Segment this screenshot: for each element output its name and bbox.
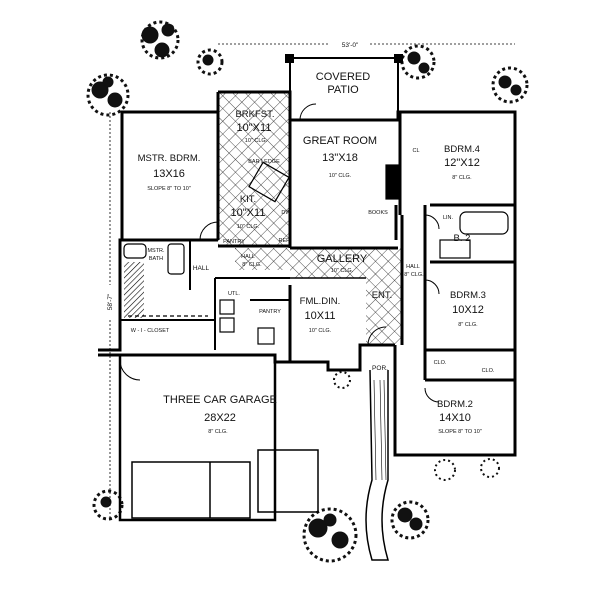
w-closet-label: W - I - CLOSET	[131, 328, 170, 334]
gallery-ceiling: 10" CLG.	[331, 268, 354, 274]
great-room-size: 13"X18	[322, 152, 358, 164]
covered-patio-structure	[285, 54, 403, 120]
great-room-name: GREAT ROOM	[303, 135, 377, 147]
tree-top-left	[140, 20, 180, 60]
tree-bottom-center	[302, 507, 358, 563]
utl-label: UTL.	[228, 291, 240, 297]
covered-patio-label-2: PATIO	[327, 84, 359, 96]
washer	[219, 299, 235, 315]
clo-bdrm3-label: CLO.	[434, 360, 447, 366]
mstr-bdrm-size: 13X16	[153, 168, 185, 180]
bdrm4-size: 12"X12	[444, 157, 480, 169]
mstr-bath-label-2: BATH	[149, 256, 163, 262]
doors	[119, 103, 440, 403]
door-entry	[367, 326, 387, 346]
vanity-bath2	[439, 239, 471, 259]
mstr-tub	[123, 243, 147, 259]
mstr-bdrm-name: MSTR. BDRM.	[138, 153, 201, 164]
garage-ceiling: 8" CLG.	[208, 429, 228, 435]
tree-top-center	[196, 48, 224, 76]
dimension-lines	[109, 43, 515, 520]
door-patio	[299, 103, 317, 121]
brkfst-name: BRKFST.	[235, 109, 274, 120]
exterior-wall-left	[98, 92, 220, 352]
tree-right-upper	[491, 66, 529, 104]
ent-label: ENT.	[372, 290, 393, 301]
bar-ledge-label: BAR LEDGE	[248, 159, 280, 165]
shrub-bdrm2	[333, 371, 500, 481]
hall-right-label: HALL	[406, 264, 420, 270]
hall-right-ceiling: 8" CLG.	[404, 272, 424, 278]
tree-top-right	[400, 44, 436, 80]
kit-ceiling: 10" CLG.	[237, 224, 260, 230]
garage-outline	[118, 355, 277, 522]
garage-size: 28X22	[204, 412, 236, 424]
mstr-vanity	[167, 243, 185, 275]
bdrm3-size: 10X12	[452, 304, 484, 316]
dimension-width: 53'-0"	[342, 42, 359, 49]
bdrm2-name: BDRM.2	[437, 399, 473, 410]
dw-label: DW	[281, 210, 291, 216]
door-bdrm2	[424, 387, 440, 403]
door-bdrm3	[424, 279, 440, 295]
garage-name: THREE CAR GARAGE	[163, 394, 277, 406]
ref-label: REF	[279, 238, 291, 244]
mstr-bath-tile	[124, 262, 144, 318]
hall-left-label: HALL	[193, 265, 210, 272]
door-mstr	[199, 221, 219, 241]
covered-patio-label-1: COVERED	[316, 71, 370, 83]
bdrm2-ceiling: SLOPE 8" TO 10"	[438, 429, 481, 435]
b2-label: B. 2	[454, 233, 471, 244]
fml-din-name: FML.DIN.	[300, 296, 341, 307]
pantry-kit-label: PANTRY	[223, 239, 245, 245]
pantry-label: PANTRY	[259, 309, 281, 315]
water-heater	[257, 327, 275, 345]
kit-name: KIT.	[240, 194, 256, 205]
tile-floors	[124, 92, 402, 344]
fml-din-ceiling: 10" CLG.	[309, 328, 332, 334]
tree-bottom-left	[92, 489, 124, 521]
mstr-bath-label-1: MSTR.	[147, 248, 165, 254]
tub-bdrm-bath	[459, 211, 509, 235]
bdrm4-ceiling: 8" CLG.	[452, 175, 472, 181]
bdrm4-name: BDRM.4	[444, 144, 480, 155]
clo-bdrm4-label: CL	[412, 148, 419, 154]
brkfst-ceiling: 10" CLG.	[245, 138, 268, 144]
brkfst-size: 10"X11	[237, 122, 272, 134]
clo-bdrm2-label: CLO.	[482, 368, 495, 374]
lin-label: LIN.	[443, 215, 454, 221]
kitchen-tile	[218, 138, 290, 246]
garage-wall	[98, 353, 290, 364]
brkfst-tile	[218, 92, 290, 138]
hall-center-ceiling: 8" CLG.	[242, 262, 262, 268]
gallery-tile	[290, 248, 402, 278]
gallery-name: GALLERY	[317, 253, 368, 265]
tree-bottom-right	[390, 500, 430, 540]
bdrm2-size: 14X10	[439, 412, 471, 424]
kitchen-island	[248, 161, 290, 203]
garage-doors	[131, 449, 319, 519]
great-room-ceiling: 10" CLG.	[329, 173, 352, 179]
door-garage	[119, 359, 141, 381]
bdrm3-name: BDRM.3	[450, 290, 486, 301]
dimension-depth: 58'-7"	[107, 293, 114, 310]
books-label: BOOKS	[368, 210, 388, 216]
hall-tile	[235, 248, 290, 270]
fml-din-size: 10X11	[305, 310, 336, 322]
fixtures	[123, 161, 509, 345]
tree-left-upper	[86, 73, 130, 117]
hall-center-label: HALL	[241, 254, 255, 260]
kit-size: 10"X11	[231, 207, 266, 219]
door-bdrm4	[424, 214, 440, 230]
mstr-bdrm-ceiling: SLOPE 8" TO 10"	[147, 186, 190, 192]
dryer	[219, 317, 235, 333]
walkway	[365, 369, 390, 561]
bdrm3-ceiling: 8" CLG.	[458, 322, 478, 328]
fireplace	[385, 164, 401, 200]
por-label: POR.	[372, 365, 388, 372]
